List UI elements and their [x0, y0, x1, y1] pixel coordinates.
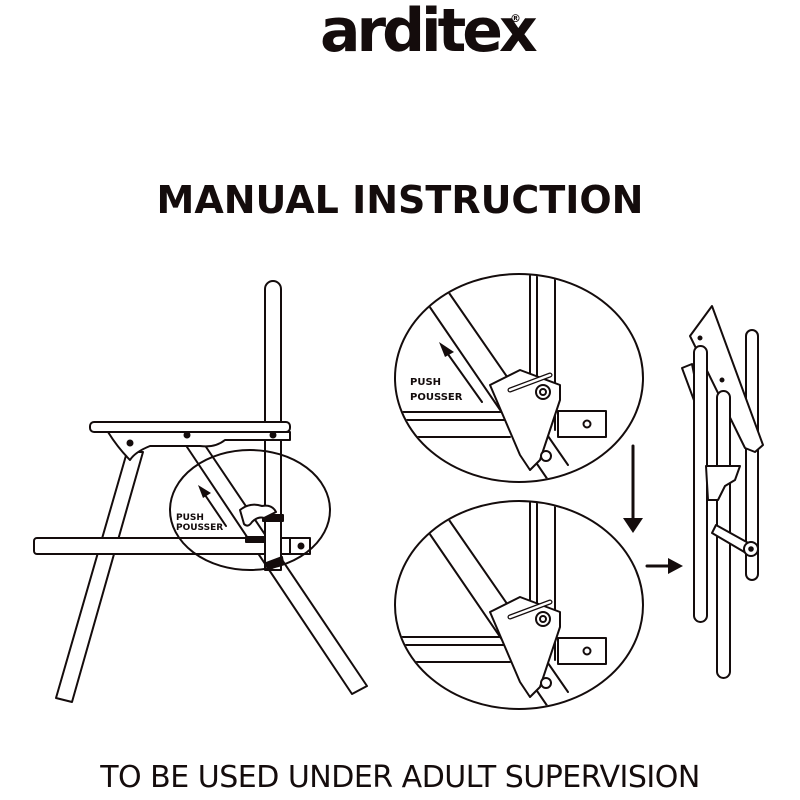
registered-mark: ® [510, 12, 521, 25]
high-chair-folded-illustration [681, 305, 764, 679]
push-label-main: PUSH [176, 513, 204, 523]
high-chair-unfolded-illustration [33, 280, 368, 703]
latch-detail-before-illustration [394, 273, 644, 483]
pousser-label-detail: POUSSER [410, 392, 463, 403]
push-label-detail: PUSH [410, 377, 441, 388]
pousser-label-main: POUSSER [176, 523, 223, 533]
arrow-right-icon [645, 558, 683, 574]
page-title: MANUAL INSTRUCTION [156, 178, 644, 222]
brand-logo: arditex ® [320, 0, 538, 72]
arrow-down-icon [623, 444, 643, 533]
logo-wordmark: arditex [320, 0, 538, 66]
adult-supervision-warning: TO BE USED UNDER ADULT SUPERVISION [100, 760, 700, 795]
latch-detail-after-illustration [394, 500, 644, 710]
